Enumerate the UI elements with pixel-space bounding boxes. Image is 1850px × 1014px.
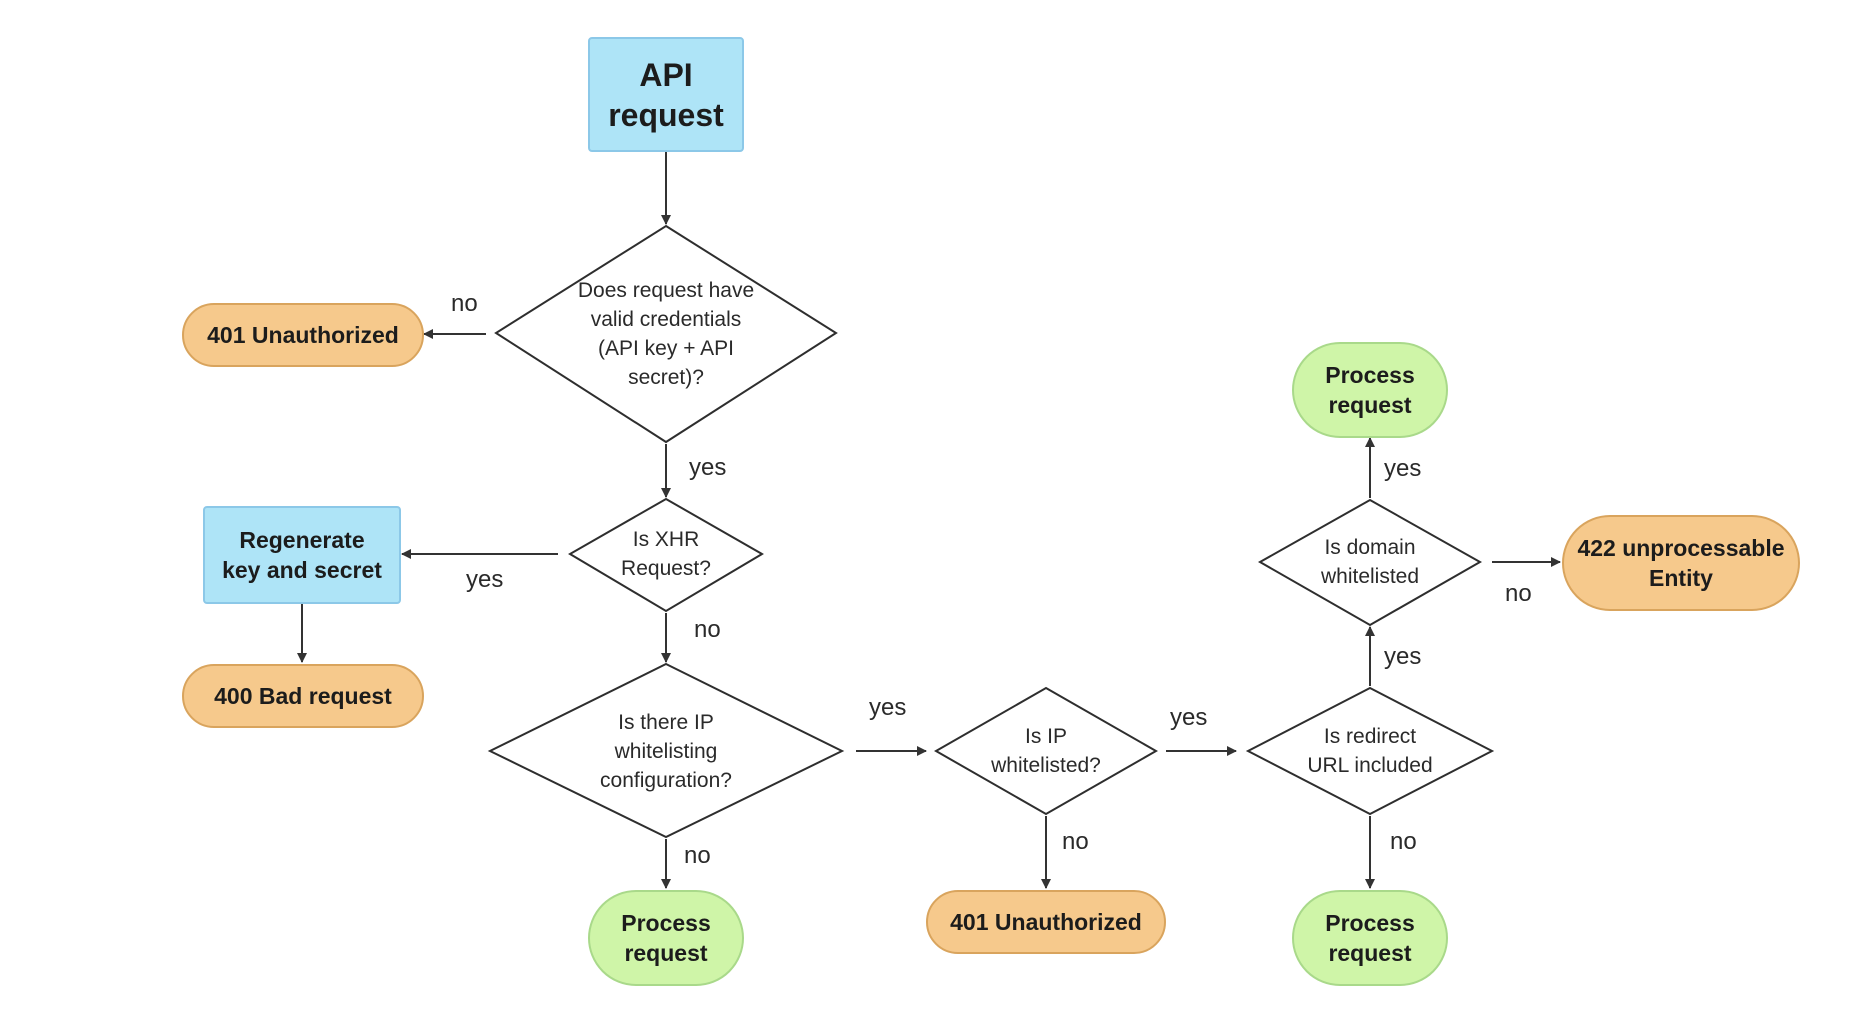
edge-label-domain-yes: yes — [1384, 455, 1422, 482]
ip-whitelisted-question: Is IP whitelisted? — [991, 725, 1101, 777]
unauthorized-label-2: 401 Unauthorized — [950, 909, 1142, 935]
credentials-question: Does request have valid credentials (API… — [577, 279, 755, 389]
unauthorized-terminal-2: 401 Unauthorized — [926, 890, 1166, 954]
domain-decision-shape — [1257, 498, 1483, 627]
edge-label-redirect-yes: yes — [1384, 643, 1422, 670]
unauthorized-terminal-1: 401 Unauthorized — [182, 303, 424, 367]
api-request-start: API request — [588, 37, 744, 152]
unprocessable-label: 422 unprocessable Entity — [1577, 535, 1785, 591]
process-request-terminal-2: Process request — [1292, 890, 1448, 986]
unprocessable-entity-terminal: 422 unprocessable Entity — [1562, 515, 1800, 611]
edge-label-xhr-yes: yes — [466, 566, 504, 593]
edge-label-credentials-yes: yes — [689, 454, 727, 481]
regenerate-key-box: Regenerate key and secret — [203, 506, 401, 604]
redirect-question: Is redirect URL included — [1307, 725, 1433, 777]
edge-label-redirect-no: no — [1390, 828, 1417, 855]
bad-request-label: 400 Bad request — [214, 683, 392, 709]
unauthorized-label-1: 401 Unauthorized — [207, 322, 399, 348]
edge-label-xhr-no: no — [694, 616, 721, 643]
ip-config-question: Is there IP whitelisting configuration? — [600, 710, 732, 792]
edge-label-ipconfig-yes: yes — [869, 694, 907, 721]
edge-label-credentials-no: no — [451, 290, 478, 317]
process-label-2: Process request — [1325, 910, 1415, 966]
edge-label-ipconfig-no: no — [684, 842, 711, 869]
regenerate-label: Regenerate key and secret — [222, 527, 382, 583]
process-request-terminal-1: Process request — [588, 890, 744, 986]
bad-request-terminal: 400 Bad request — [182, 664, 424, 728]
xhr-decision-shape — [568, 497, 764, 613]
xhr-question: Is XHR Request? — [621, 528, 711, 580]
credentials-decision-shape — [494, 224, 838, 444]
api-request-label: API request — [608, 56, 724, 133]
ip-whitelisted-decision-shape — [933, 686, 1159, 816]
edge-label-ipwhite-no: no — [1062, 828, 1089, 855]
process-label-1: Process request — [621, 910, 711, 966]
edge-label-ipwhite-yes: yes — [1170, 704, 1208, 731]
edge-label-domain-no: no — [1505, 580, 1532, 607]
redirect-decision-shape — [1245, 686, 1495, 816]
process-label-3: Process request — [1325, 362, 1415, 418]
domain-question: Is domain whitelisted — [1320, 536, 1420, 588]
ip-config-decision-shape — [487, 662, 845, 839]
process-request-terminal-3: Process request — [1292, 342, 1448, 438]
